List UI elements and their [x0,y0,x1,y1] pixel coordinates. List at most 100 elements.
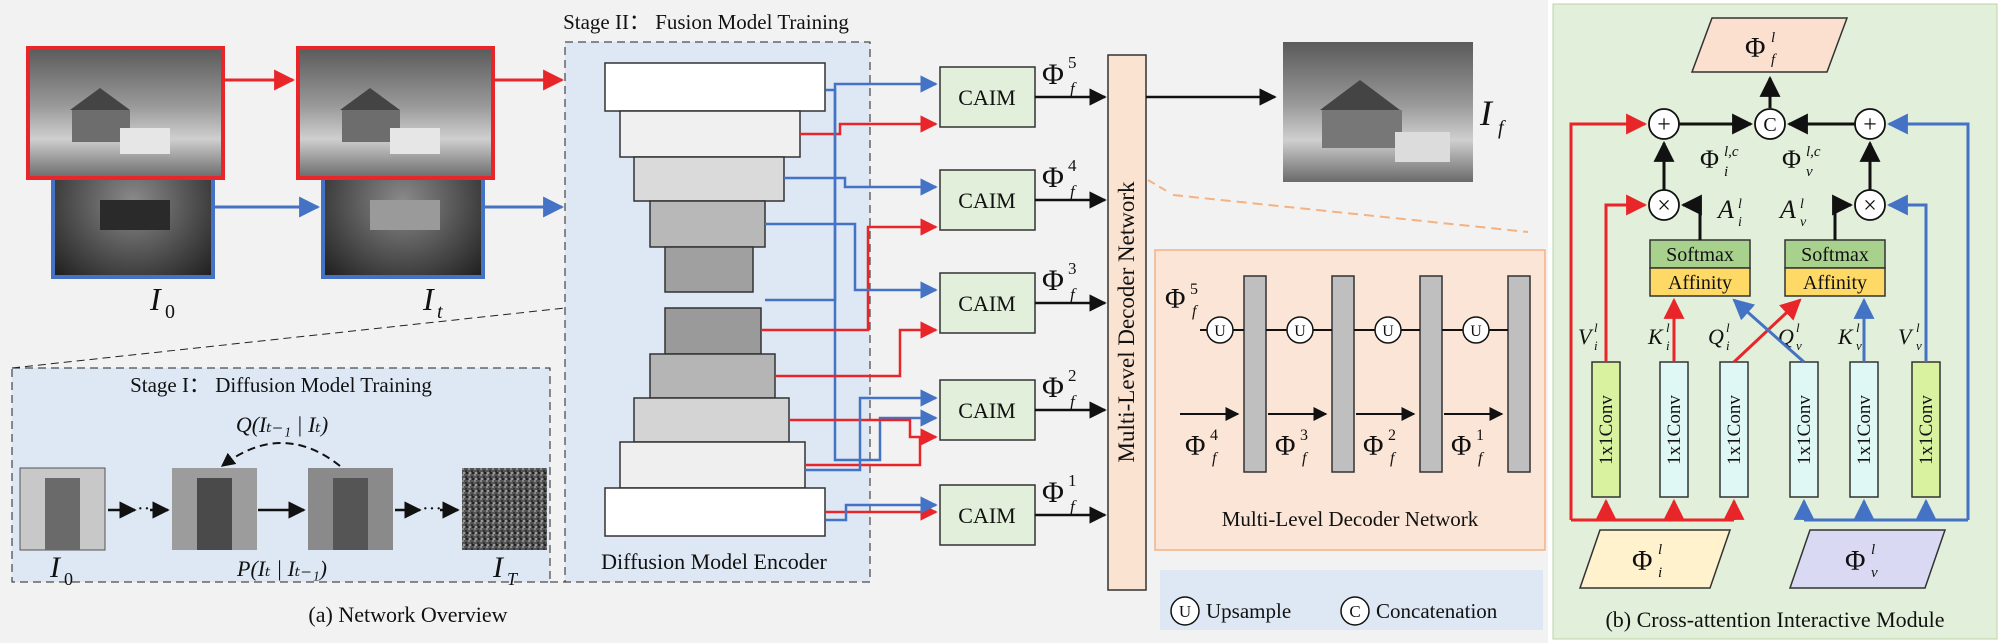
stage1-label-I0-sub: 0 [64,569,73,589]
caption-overview: (a) Network Overview [308,602,507,627]
svg-text:Φ: Φ [1042,371,1064,404]
arrow-softmax-right-to-times [1832,194,1854,240]
encoder-layer-1 [604,62,826,112]
detail-connector-1 [1147,179,1171,194]
svg-text:l: l [1771,30,1775,46]
svg-text:Φ: Φ [1042,58,1064,91]
zoom-connector-top [11,307,566,369]
thermal-image-I0 [26,46,225,180]
svg-text:Φ: Φ [1185,431,1205,462]
svg-text:1x1Conv: 1x1Conv [1854,395,1875,465]
legend-upsample-symbol: U [1179,602,1191,621]
svg-text:f: f [1771,52,1777,68]
svg-text:A: A [1716,195,1734,224]
legend-upsample-icon [1170,596,1200,626]
svg-text:Φ: Φ [1451,431,1471,462]
encoder-layer-5 [664,246,754,293]
encoder-label: Diffusion Model Encoder [601,549,827,574]
svg-text:4: 4 [1210,427,1218,444]
svg-text:5: 5 [1190,281,1198,298]
label-I0: I [149,281,162,317]
svg-text:l,c: l,c [1724,144,1739,160]
svg-text:1x1Conv: 1x1Conv [1794,395,1815,465]
svg-text:3: 3 [1068,259,1077,278]
svg-text:K: K [1647,324,1664,349]
svg-text:Φ: Φ [1042,476,1064,509]
plus-op-left: + [1648,108,1680,140]
legend-concat-label: Concatenation [1376,599,1498,623]
svg-text:CAIM: CAIM [958,398,1015,423]
caim-to-decoder-arrows [1035,88,1107,524]
reverse-process-arrow [220,442,341,467]
label-If: I [1479,93,1494,133]
svg-text:f: f [1478,450,1485,467]
caim-4[interactable]: CAIM [939,169,1036,231]
svg-text:f: f [1192,303,1199,320]
svg-text:V: V [1578,324,1594,349]
svg-text:i: i [1738,215,1742,230]
plus-op-right: + [1854,108,1886,140]
svg-text:2: 2 [1388,427,1396,444]
svg-text:i: i [1726,338,1730,353]
decoder-bar-label: Multi-Level Decoder Network [1114,181,1139,463]
svg-text:CAIM: CAIM [958,503,1015,528]
caim-2[interactable]: CAIM [939,379,1036,441]
svg-text:1x1Conv: 1x1Conv [1596,395,1617,465]
svg-text:l: l [1658,542,1662,558]
conv-Q-i: 1x1Conv [1719,361,1749,498]
svg-text:f: f [1070,392,1077,411]
decoder-layer-1 [604,487,826,537]
svg-text:v: v [1916,338,1922,353]
svg-text:v: v [1806,164,1813,180]
conv-K-v: 1x1Conv [1849,361,1879,498]
svg-text:Q: Q [1708,324,1724,349]
svg-text:Φ: Φ [1042,161,1064,194]
caim-1[interactable]: CAIM [939,484,1036,546]
svg-text:Affinity: Affinity [1668,272,1732,294]
stage2-title: Stage II： Fusion Model Training [563,10,849,34]
stage1-title: Stage I： Diffusion Model Training [130,373,432,397]
svg-text:1x1Conv: 1x1Conv [1724,395,1745,465]
q-formula: Q(Iₜ₋₁ | Iₜ) [236,412,328,437]
svg-text:Φ: Φ [1363,431,1383,462]
svg-text:v: v [1856,338,1862,353]
svg-text:K: K [1837,324,1854,349]
svg-text:+: + [1863,112,1877,138]
caim-5[interactable]: CAIM [939,66,1036,128]
decoder-layer-3 [633,397,790,443]
softmax-affinity-left: Softmax Affinity [1649,239,1751,297]
svg-text:Φ: Φ [1845,546,1865,577]
svg-text:U: U [1382,323,1394,340]
caim-3[interactable]: CAIM [939,272,1036,334]
stage1-image-noisy-1 [172,468,257,550]
svg-text:Φ: Φ [1042,264,1064,297]
fused-image-If [1283,42,1473,182]
encoder-to-caim-arrows [761,75,938,522]
decoder-detail-blocks [1243,275,1531,473]
stage1-label-I0: I [49,551,62,584]
svg-text:C: C [1763,114,1776,136]
stage1-image-I0 [19,467,106,551]
encoder-layer-4 [649,200,766,248]
svg-text:3: 3 [1300,427,1308,444]
svg-text:1x1Conv: 1x1Conv [1664,395,1685,465]
encoder-layer-2 [619,110,801,158]
label-I0-sub: 0 [165,301,175,323]
svg-text:CAIM: CAIM [958,85,1015,110]
arrow-softmax-left-to-times [1680,194,1702,240]
decoder-bar[interactable] [1107,54,1147,591]
svg-text:i: i [1666,338,1670,353]
svg-text:CAIM: CAIM [958,188,1015,213]
svg-text:Φ: Φ [1632,546,1652,577]
svg-text:Φ: Φ [1745,33,1765,64]
svg-text:l: l [1796,320,1800,335]
svg-text:5: 5 [1068,53,1077,72]
svg-text:f: f [1390,450,1397,467]
